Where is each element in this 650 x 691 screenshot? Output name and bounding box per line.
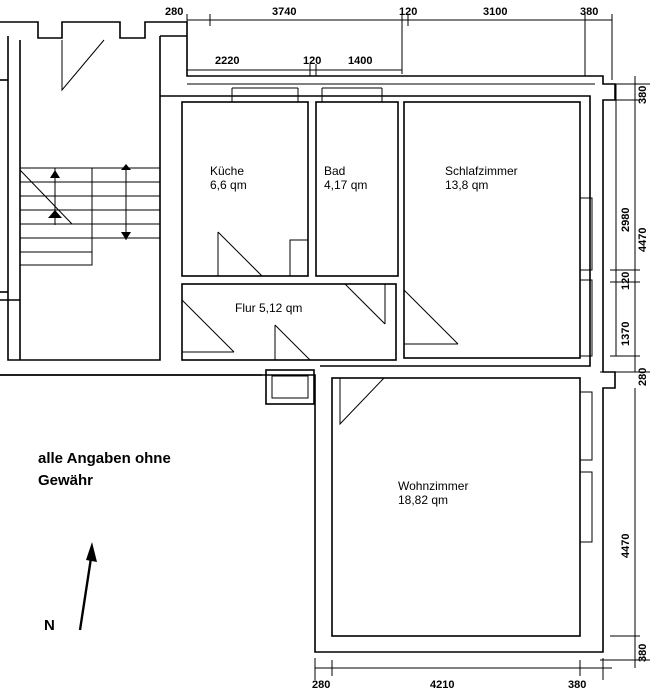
room-kueche: Küche 6,6 qm <box>181 87 309 277</box>
dimension-labels: 280 3740 120 3100 380 2220 120 1400 380 … <box>165 6 649 691</box>
note-line1: alle Angaben ohne <box>38 450 171 467</box>
dim-right-4470-top: 4470 <box>637 228 649 252</box>
dim-bottom-4210: 4210 <box>430 679 454 691</box>
north-arrow-icon <box>78 557 93 631</box>
dim-inner-1400: 1400 <box>348 55 372 67</box>
room-flur: Flur 5,12 qm <box>181 283 397 361</box>
wohnzimmer-area: 18,82 qm <box>398 493 448 507</box>
disclaimer-note: alle Angaben ohne Gewähr <box>38 450 171 489</box>
dimension-lines <box>186 14 650 680</box>
dim-right-4470-bottom: 4470 <box>620 534 632 558</box>
bad-area: 4,17 qm <box>324 178 367 192</box>
outer-walls <box>0 21 616 653</box>
dim-top-3100: 3100 <box>483 6 507 18</box>
dim-top-280: 280 <box>165 6 183 18</box>
compass-label: N <box>44 617 55 634</box>
dim-top-3740: 3740 <box>272 6 296 18</box>
schlafzimmer-name: Schlafzimmer <box>445 164 518 178</box>
dim-right-380-bottom: 380 <box>637 644 649 662</box>
bad-name: Bad <box>324 164 345 178</box>
shaft <box>265 369 315 405</box>
dim-inner-2220: 2220 <box>215 55 239 67</box>
dim-right-120: 120 <box>620 272 632 290</box>
dim-bottom-380: 380 <box>568 679 586 691</box>
kueche-area: 6,6 qm <box>210 178 247 192</box>
room-schlafzimmer: Schlafzimmer 13,8 qm <box>403 101 593 359</box>
dim-right-380-top: 380 <box>637 86 649 104</box>
kueche-name: Küche <box>210 164 244 178</box>
dim-inner-120: 120 <box>303 55 321 67</box>
north-arrow: N <box>44 542 97 634</box>
note-line2: Gewähr <box>38 472 93 489</box>
dim-top-120: 120 <box>399 6 417 18</box>
dim-top-380: 380 <box>580 6 598 18</box>
dim-bottom-280: 280 <box>312 679 330 691</box>
room-wohnzimmer: Wohnzimmer 18,82 qm <box>331 377 593 637</box>
room-bad: Bad 4,17 qm <box>315 87 399 277</box>
stairwell <box>19 39 160 266</box>
schlafzimmer-area: 13,8 qm <box>445 178 488 192</box>
dim-right-1370: 1370 <box>620 322 632 346</box>
flur-label: Flur 5,12 qm <box>235 301 302 315</box>
dim-right-2980: 2980 <box>620 208 632 232</box>
wohnzimmer-name: Wohnzimmer <box>398 479 468 493</box>
dim-right-280: 280 <box>637 368 649 386</box>
